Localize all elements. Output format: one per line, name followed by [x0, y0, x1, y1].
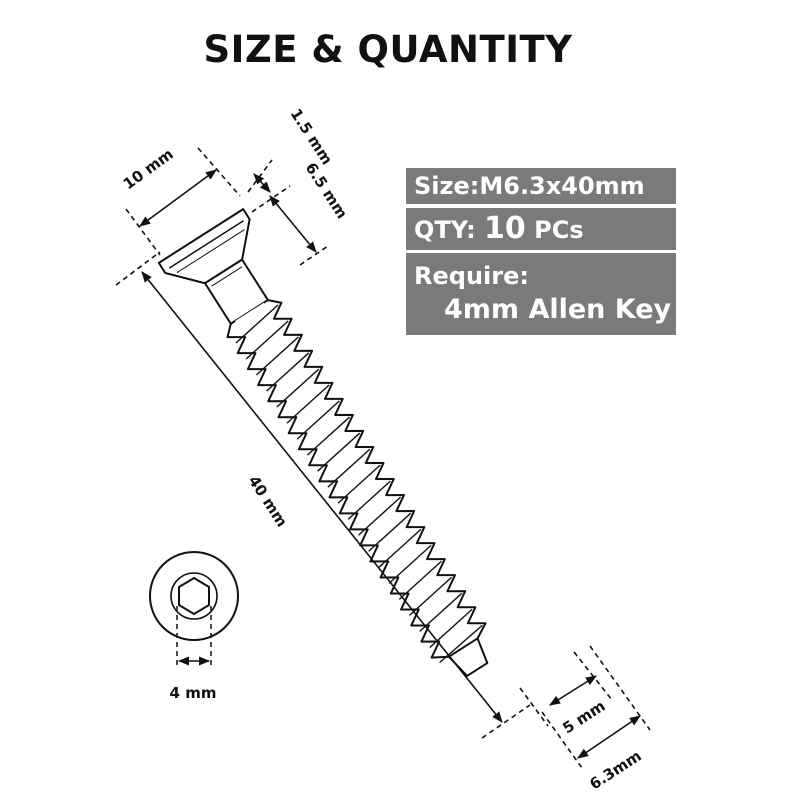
page-title: SIZE & QUANTITY — [203, 28, 573, 71]
size-label: Size: — [414, 172, 480, 200]
label-head-diameter: 10 mm — [120, 145, 177, 193]
label-total-length: 40 mm — [245, 472, 291, 530]
dim-total-length — [115, 251, 531, 739]
label-hex-socket: 4 mm — [170, 684, 217, 702]
label-thread-outer: 6.3mm — [586, 747, 644, 794]
dim-shank-length — [251, 185, 329, 266]
dim-head-diameter — [125, 147, 241, 256]
spec-size-box: Size:M6.3x40mm — [406, 168, 676, 204]
label-tip-diameter: 5 mm — [559, 697, 608, 738]
dim-head-height — [247, 159, 273, 193]
label-shank-length: 6.5 mm — [302, 159, 351, 222]
qty-value: 10 — [484, 211, 526, 246]
hex-socket-view — [149, 551, 239, 668]
spec-qty-box: QTY: 10 PCs — [406, 208, 676, 250]
hex-socket-icon — [178, 576, 210, 616]
size-value: M6.3x40mm — [479, 172, 645, 200]
qty-unit: PCs — [534, 216, 584, 244]
dim-tip-diameter — [519, 651, 613, 727]
qty-label: QTY: — [414, 216, 476, 244]
label-head-height: 1.5 mm — [287, 105, 336, 168]
dim-thread-outer — [541, 645, 651, 769]
